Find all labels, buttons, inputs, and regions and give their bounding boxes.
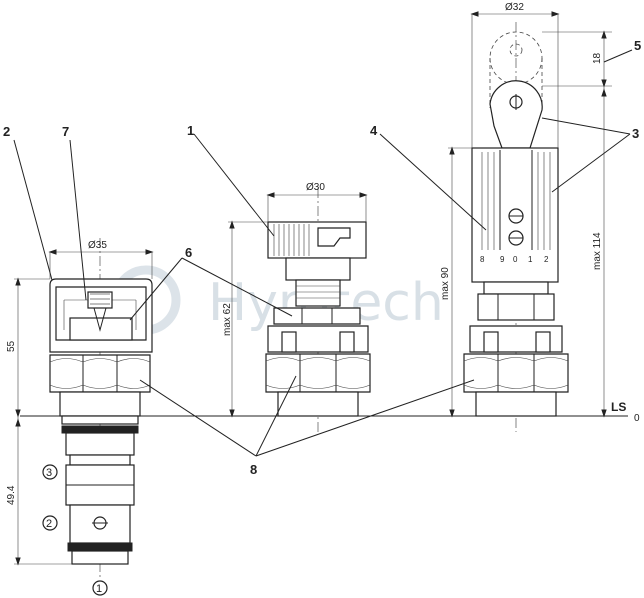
- dim-49-4: 49.4: [6, 485, 17, 505]
- port-1: 1: [96, 583, 102, 595]
- dial-scale-2: 2: [544, 255, 549, 264]
- dim-dia-35: Ø35: [88, 240, 107, 251]
- middle-dimensions: Ø30 max 62 1: [187, 123, 368, 418]
- dim-55: 55: [6, 340, 17, 352]
- zero-label: 0: [634, 413, 640, 424]
- dim-18: 18: [592, 52, 603, 64]
- right-dimensions: Ø32 18 max 114 max 90 4 5 3: [370, 2, 641, 418]
- dial-scale-8: 8: [480, 255, 485, 264]
- ls-label: LS: [611, 400, 626, 414]
- dial-scale-0: 0: [513, 255, 518, 264]
- port-3: 3: [46, 467, 52, 479]
- dim-dia-30: Ø30: [306, 182, 325, 193]
- dim-max-90: max 90: [440, 267, 451, 300]
- right-valve: 8 9 0 1 2: [463, 22, 569, 432]
- port-2: 2: [46, 518, 52, 530]
- dim-max-62: max 62: [222, 303, 233, 336]
- callout-7: 7: [62, 124, 69, 139]
- callout-5: 5: [634, 38, 641, 53]
- dial-scale-9: 9: [500, 255, 505, 264]
- left-valve: [49, 238, 153, 578]
- callout-8: 8: [250, 462, 257, 477]
- middle-valve: [265, 188, 371, 432]
- shared-callouts: 6 8: [129, 245, 475, 477]
- dim-max-114: max 114: [592, 232, 603, 270]
- callout-2: 2: [3, 124, 10, 139]
- dim-dia-32: Ø32: [505, 2, 524, 13]
- callout-3: 3: [632, 126, 639, 141]
- dial-scale-1: 1: [528, 255, 533, 264]
- left-dimensions: Ø35 55 49.4 2 7 3 2 1: [3, 124, 154, 596]
- callout-1: 1: [187, 123, 194, 138]
- callout-6: 6: [185, 245, 192, 260]
- callout-4: 4: [370, 123, 378, 138]
